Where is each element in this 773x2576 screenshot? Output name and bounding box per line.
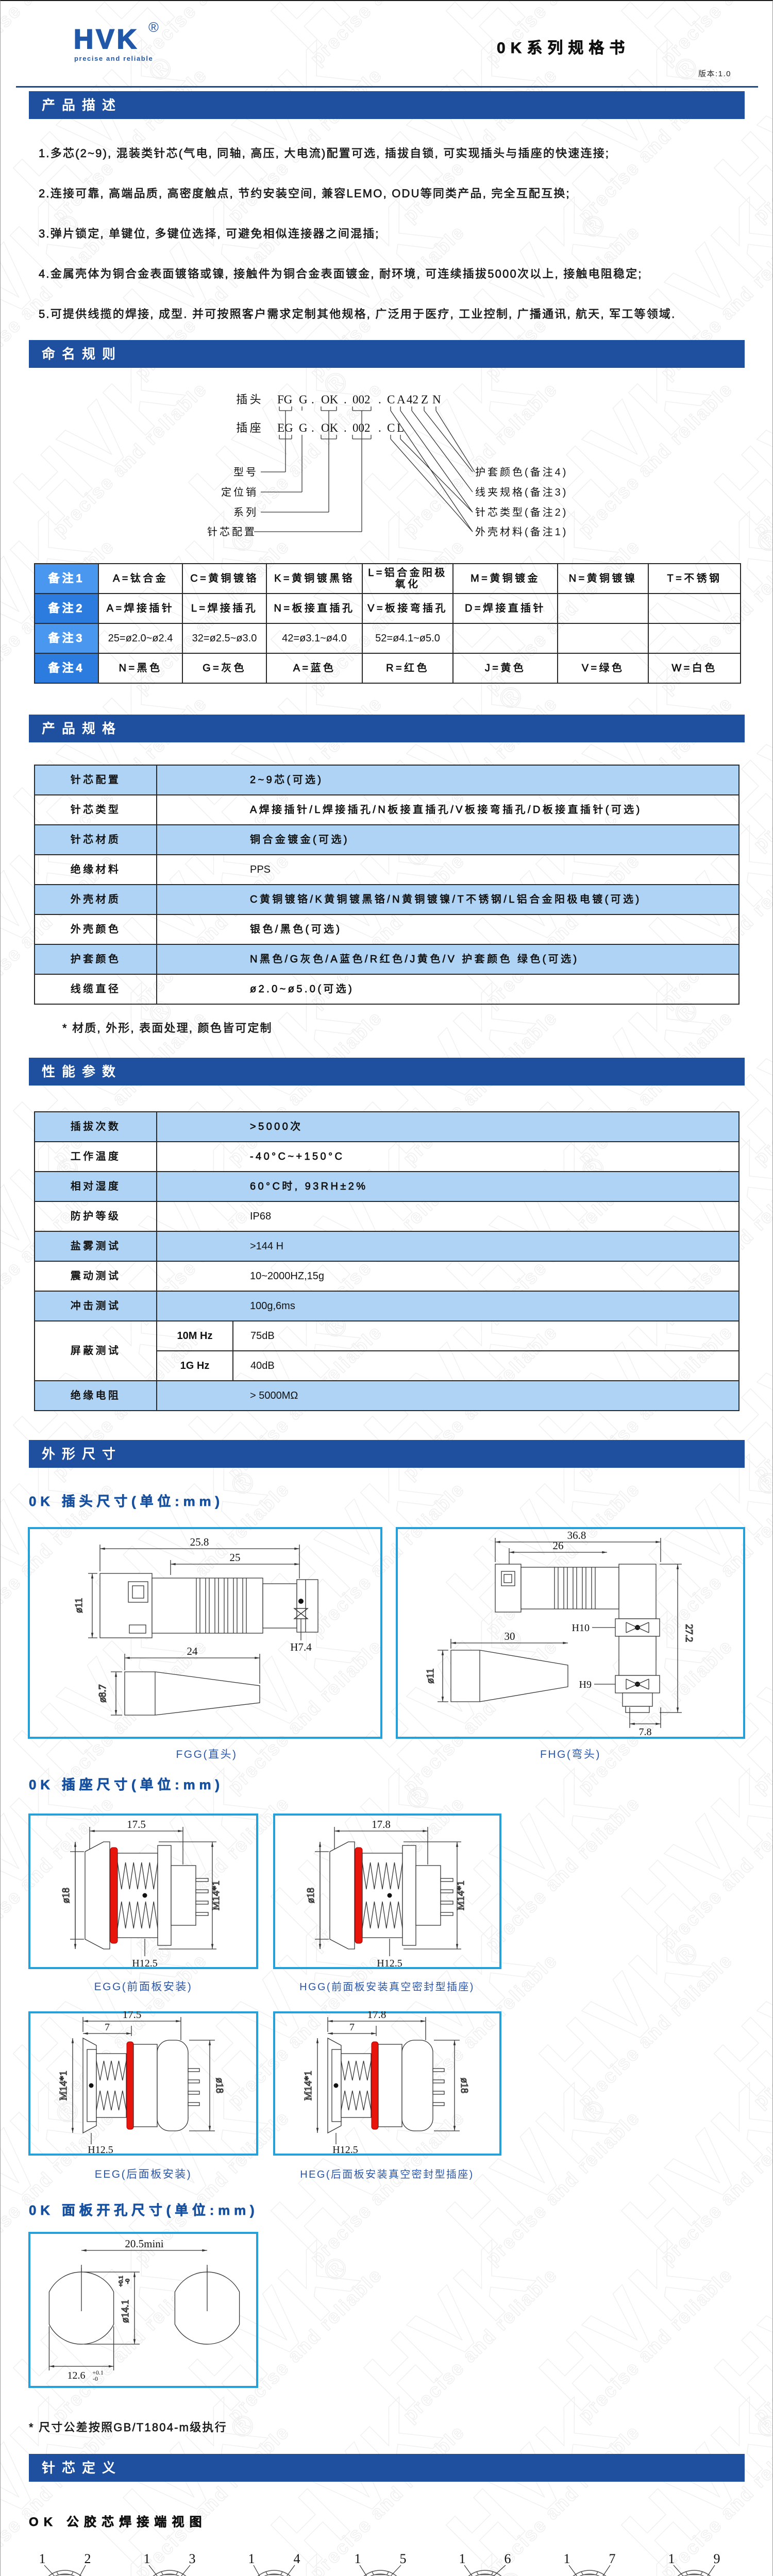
svg-text:C: C [387, 393, 395, 406]
svg-text:N: N [432, 393, 441, 406]
svg-text:17.5: 17.5 [127, 1818, 146, 1831]
svg-text:1: 1 [248, 2551, 255, 2566]
svg-text:-0: -0 [93, 2375, 98, 2382]
svg-text:-0: -0 [124, 2279, 131, 2284]
svg-text:H12.5: H12.5 [377, 1958, 402, 1969]
svg-text:6: 6 [505, 2551, 511, 2566]
svg-text:针芯配置: 针芯配置 [207, 526, 257, 538]
svg-text:ø18: ø18 [305, 1888, 316, 1903]
svg-text:ø18: ø18 [60, 1888, 72, 1903]
svg-text:ø14.1: ø14.1 [120, 2300, 131, 2323]
svg-text:1: 1 [564, 2551, 570, 2566]
svg-text:线夹规格(备注3): 线夹规格(备注3) [475, 486, 568, 498]
svg-text:C: C [387, 421, 395, 434]
svg-text:.: . [378, 421, 381, 434]
svg-text:12.6: 12.6 [68, 2370, 86, 2381]
svg-text:5: 5 [400, 2551, 407, 2566]
svg-text:H9: H9 [579, 1679, 592, 1690]
svg-text:7.8: 7.8 [639, 1726, 652, 1738]
svg-text:002: 002 [352, 421, 371, 434]
svg-text:系列: 系列 [233, 506, 258, 518]
svg-text:+0.1: +0.1 [117, 2276, 124, 2287]
svg-text:1: 1 [144, 2551, 150, 2566]
svg-text:M14*1: M14*1 [455, 1880, 466, 1910]
svg-text:25: 25 [230, 1551, 241, 1564]
svg-text:ø8.7: ø8.7 [97, 1685, 108, 1703]
svg-text:7: 7 [105, 2022, 110, 2033]
svg-text:42: 42 [407, 393, 418, 406]
svg-text:A: A [397, 393, 406, 406]
svg-text:G: G [299, 393, 308, 406]
svg-text:FG: FG [277, 393, 292, 406]
svg-text:4: 4 [294, 2551, 300, 2566]
svg-text:30: 30 [505, 1630, 515, 1642]
svg-text:.: . [344, 421, 347, 434]
svg-text:H12.5: H12.5 [332, 2144, 358, 2156]
svg-text:外壳材料(备注1): 外壳材料(备注1) [475, 526, 568, 538]
svg-text:26: 26 [553, 1539, 564, 1552]
svg-text:H10: H10 [572, 1622, 590, 1634]
svg-text:2: 2 [85, 2551, 91, 2566]
svg-text:.: . [311, 393, 314, 406]
svg-text:3: 3 [189, 2551, 196, 2566]
svg-text:OK: OK [321, 421, 339, 434]
svg-text:护套颜色(备注4): 护套颜色(备注4) [475, 466, 568, 478]
svg-text:M14*1: M14*1 [58, 2071, 69, 2100]
svg-text:H12.5: H12.5 [88, 2144, 113, 2156]
svg-text:M14*1: M14*1 [210, 1880, 222, 1910]
svg-text:ø18: ø18 [459, 2078, 470, 2093]
svg-text:插头: 插头 [236, 393, 263, 406]
svg-text:OK: OK [321, 393, 339, 406]
svg-text:L: L [397, 421, 404, 434]
svg-text:17.8: 17.8 [372, 1818, 391, 1831]
svg-text:17.8: 17.8 [367, 2011, 386, 2021]
svg-text:7: 7 [349, 2022, 355, 2033]
svg-text:M14*1: M14*1 [303, 2071, 314, 2100]
svg-text:H7.4: H7.4 [290, 1641, 312, 1653]
svg-text:EG: EG [277, 421, 293, 434]
svg-text:针芯类型(备注2): 针芯类型(备注2) [475, 506, 568, 518]
svg-text:25.8: 25.8 [190, 1536, 209, 1548]
svg-text:1: 1 [39, 2551, 46, 2566]
svg-text:1: 1 [355, 2551, 361, 2566]
svg-text:定位销: 定位销 [221, 486, 258, 498]
svg-text:.: . [311, 421, 314, 434]
svg-text:002: 002 [352, 393, 371, 406]
svg-text:ø11: ø11 [73, 1598, 85, 1613]
svg-text:插座: 插座 [236, 421, 263, 434]
svg-text:.: . [344, 393, 347, 406]
svg-text:1: 1 [668, 2551, 675, 2566]
svg-text:1: 1 [459, 2551, 466, 2566]
svg-text:36.8: 36.8 [567, 1529, 586, 1541]
svg-text:H12.5: H12.5 [132, 1958, 157, 1969]
svg-text:27.2: 27.2 [683, 1624, 695, 1642]
svg-text:ø18: ø18 [214, 2078, 225, 2093]
svg-text:.: . [378, 393, 381, 406]
svg-text:7: 7 [609, 2551, 616, 2566]
svg-text:Z: Z [421, 393, 428, 406]
svg-text:G: G [299, 421, 308, 434]
svg-text:17.5: 17.5 [123, 2011, 142, 2021]
svg-text:型号: 型号 [233, 466, 258, 478]
svg-text:9: 9 [714, 2551, 720, 2566]
svg-text:+0.1: +0.1 [92, 2369, 104, 2376]
svg-text:20.5mini: 20.5mini [125, 2238, 163, 2250]
svg-text:ø11: ø11 [425, 1668, 436, 1683]
svg-text:24: 24 [187, 1645, 198, 1657]
